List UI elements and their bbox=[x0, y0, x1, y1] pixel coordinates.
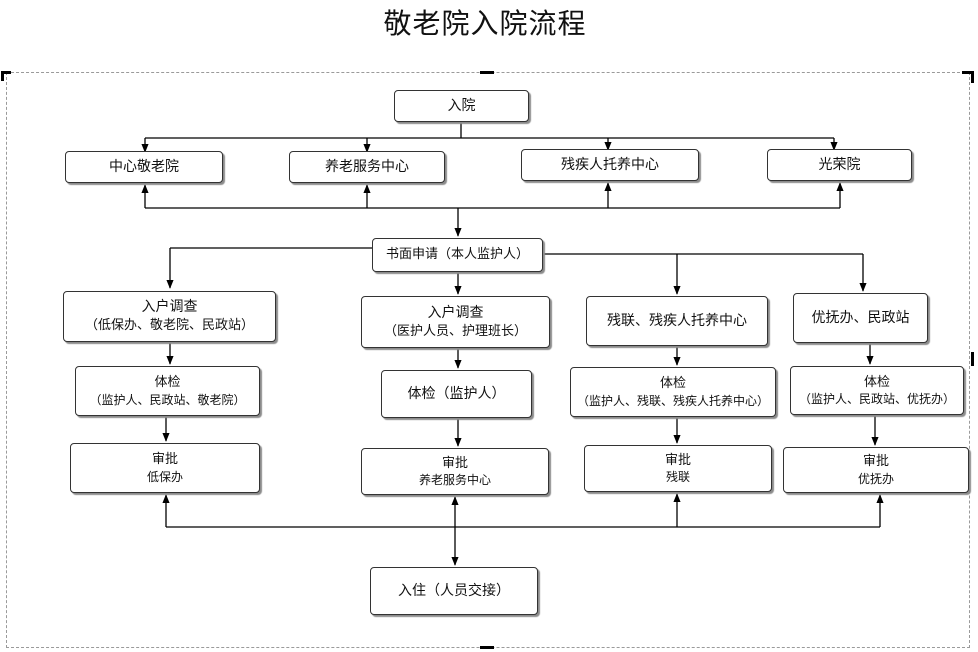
node-honor-home: 光荣院 bbox=[767, 149, 912, 181]
node-label: 体检 bbox=[154, 375, 181, 391]
node-admission-label: 入院 bbox=[447, 97, 476, 114]
node-sublabel: （低保办、敬老院、民政站） bbox=[84, 318, 254, 334]
node-label: 审批 bbox=[151, 452, 178, 468]
frame-handle[interactable] bbox=[971, 71, 974, 83]
node-elderly-service-center: 养老服务中心 bbox=[289, 151, 445, 183]
node-sublabel: （监护人、残联、残疾人托养中心） bbox=[576, 393, 769, 408]
node-sublabel: 残联 bbox=[665, 470, 690, 485]
node-label: 残疾人托养中心 bbox=[561, 156, 659, 173]
frame-handle[interactable] bbox=[480, 646, 494, 649]
node-sublabel: （医护人员、护理班长） bbox=[383, 323, 527, 339]
node-central-nursing-home: 中心敬老院 bbox=[65, 151, 223, 183]
node-label: 养老服务中心 bbox=[325, 158, 409, 175]
node-label: 入户调查 bbox=[141, 299, 198, 316]
node-c4-physical-exam: 体检 （监护人、民政站、优抚办） bbox=[790, 366, 964, 415]
node-label: 审批 bbox=[441, 455, 468, 471]
node-c2-approval: 审批 养老服务中心 bbox=[361, 448, 549, 495]
node-label: 体检 bbox=[863, 374, 890, 390]
node-c1-physical-exam: 体检 （监护人、民政站、敬老院） bbox=[75, 366, 260, 416]
frame-handle[interactable] bbox=[971, 352, 974, 366]
node-c4-approval: 审批 优抚办 bbox=[783, 447, 969, 493]
node-sublabel: 养老服务中心 bbox=[418, 473, 491, 488]
node-label: 入户调查 bbox=[427, 304, 484, 321]
node-c3-survey: 残联、残疾人托养中心 bbox=[586, 296, 768, 346]
node-sublabel: 低保办 bbox=[146, 469, 183, 484]
node-c4-survey: 优抚办、民政站 bbox=[793, 293, 928, 343]
node-sublabel: 优抚办 bbox=[857, 471, 894, 486]
page-title: 敬老院入院流程 bbox=[383, 7, 587, 40]
node-written-application: 书面申请（本人监护人） bbox=[372, 238, 543, 272]
node-c2-physical-exam: 体检（监护人） bbox=[381, 370, 532, 418]
node-label: 光荣院 bbox=[818, 156, 861, 173]
node-check-in: 入住（人员交接） bbox=[370, 567, 538, 615]
node-sublabel: （监护人、民政站、敬老院） bbox=[89, 392, 246, 407]
frame-handle[interactable] bbox=[1, 71, 11, 74]
frame-handle[interactable] bbox=[480, 71, 494, 74]
node-sublabel: （监护人、民政站、优抚办） bbox=[798, 392, 955, 407]
node-label: 审批 bbox=[862, 454, 889, 470]
node-label: 体检 bbox=[659, 376, 686, 392]
node-c1-home-survey: 入户调查 （低保办、敬老院、民政站） bbox=[63, 291, 276, 342]
node-c3-approval: 审批 残联 bbox=[584, 445, 772, 492]
node-label: 残联、残疾人托养中心 bbox=[607, 312, 747, 329]
node-label: 入住（人员交接） bbox=[398, 582, 510, 599]
node-c3-physical-exam: 体检 （监护人、残联、残疾人托养中心） bbox=[570, 367, 776, 417]
node-c2-home-survey: 入户调查 （医护人员、护理班长） bbox=[361, 296, 550, 348]
node-label: 中心敬老院 bbox=[109, 158, 179, 175]
node-label: 优抚办、民政站 bbox=[811, 309, 910, 326]
node-label: 审批 bbox=[664, 452, 691, 468]
frame-handle[interactable] bbox=[1, 71, 4, 81]
node-label: 体检（监护人） bbox=[407, 385, 506, 402]
node-c1-approval: 审批 低保办 bbox=[70, 443, 260, 493]
frame-handle[interactable] bbox=[962, 71, 974, 74]
node-disabled-care-center: 残疾人托养中心 bbox=[521, 149, 699, 181]
node-admission: 入院 bbox=[394, 90, 529, 122]
node-label: 书面申请（本人监护人） bbox=[385, 247, 529, 263]
